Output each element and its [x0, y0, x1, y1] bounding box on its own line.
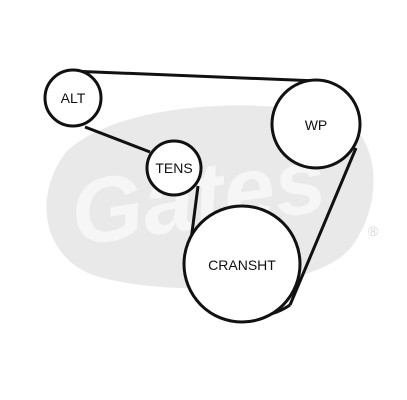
pulley-alt-label: ALT	[61, 90, 86, 106]
pulley-wp-circle	[270, 78, 362, 170]
pulley-cranksht: CRANSHT	[182, 204, 302, 324]
belt-strand-wp-cranksht	[288, 147, 358, 306]
belt-strand-alt-wp	[69, 69, 319, 83]
pulley-cranksht-circle	[182, 204, 302, 324]
pulley-tens-label: TENS	[155, 160, 192, 176]
pulley-tens: TENS	[145, 139, 203, 197]
pulley-wp-label: WP	[305, 117, 328, 133]
watermark-registered-mark: ®	[368, 223, 379, 239]
pulley-tens-circle	[145, 139, 203, 197]
pulley-alt-circle	[43, 68, 103, 128]
belt-strand-tens-alt	[84, 125, 151, 154]
pulley-alt: ALT	[43, 68, 103, 128]
pulley-cranksht-label: CRANSHT	[208, 257, 276, 273]
pulley-wp: WP	[270, 78, 362, 170]
